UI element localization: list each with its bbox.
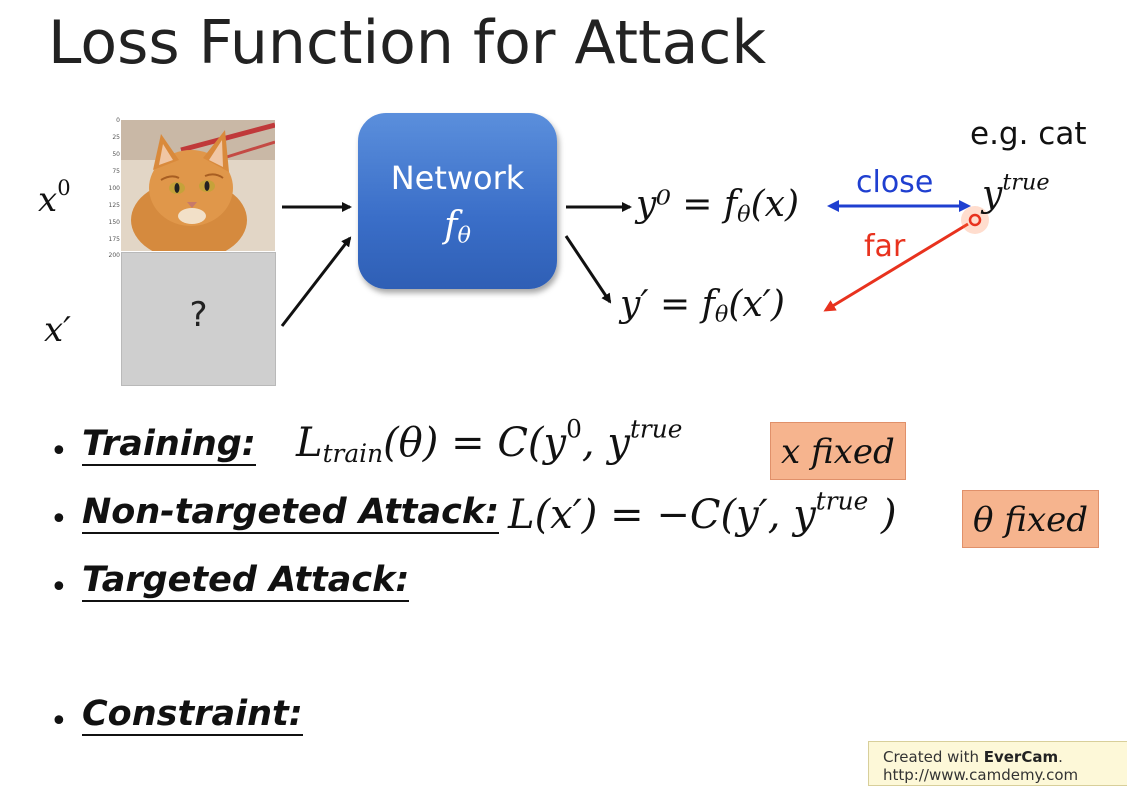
axis-tick: 200 (108, 252, 120, 259)
bullet-label: Targeted Attack: (82, 560, 410, 602)
slide-title: Loss Function for Attack (48, 8, 767, 78)
cursor-highlight (961, 206, 989, 234)
note-x-fixed: x fixed (770, 422, 906, 480)
unknown-mark: ? (189, 295, 208, 335)
arrow-network-to-yprime (564, 235, 612, 304)
cursor-dot (968, 213, 982, 227)
arrow-xprime-to-network (280, 236, 352, 327)
watermark-url: http://www.camdemy.com (883, 766, 1079, 784)
far-label: far (864, 229, 906, 264)
axis-tick: 0 (116, 117, 120, 124)
example-label: e.g. cat (970, 116, 1087, 152)
axis-tick: 100 (108, 185, 120, 192)
close-label: close (856, 165, 934, 200)
bullet-dot: • (50, 434, 68, 469)
axis-tick: 75 (112, 168, 120, 175)
axis-tick: 50 (112, 151, 120, 158)
note-theta-fixed: θ fixed (962, 490, 1100, 548)
output-original: y⁰ = fθ(x) (636, 184, 799, 228)
axis-tick: 175 (108, 236, 120, 243)
bullet-dot: • (50, 704, 68, 739)
bullet-label: Constraint: (82, 694, 303, 736)
adversarial-image-placeholder: ? (121, 252, 276, 386)
network-box: Network fθ (358, 113, 557, 289)
cat-image (121, 120, 275, 251)
evercam-watermark: Created with EverCam. http://www.camdemy… (868, 741, 1127, 786)
bullet-label: Training: (82, 424, 256, 466)
network-function: fθ (444, 205, 471, 249)
input-label-x0: x0 (38, 175, 71, 220)
formula-non-targeted: L(x′) = −C(y′, ytrue ) (508, 486, 897, 538)
output-adversarial: y′ = fθ(x′) (620, 284, 785, 328)
network-label: Network (390, 159, 525, 197)
image-axis: 0 25 50 75 100 125 150 175 200 (102, 116, 122, 261)
cat-illustration (121, 120, 275, 251)
axis-tick: 25 (112, 134, 120, 141)
formula-training: Ltrain(θ) = C(y0, ytrue (296, 414, 683, 469)
target-label: ytrue (982, 169, 1050, 215)
bullet-label: Non-targeted Attack: (82, 492, 500, 534)
input-label-xprime: x′ (44, 310, 71, 350)
arrow-far (823, 222, 969, 312)
axis-tick: 150 (108, 219, 120, 226)
bullet-dot: • (50, 502, 68, 537)
axis-tick: 125 (108, 202, 120, 209)
bullet-dot: • (50, 570, 68, 605)
